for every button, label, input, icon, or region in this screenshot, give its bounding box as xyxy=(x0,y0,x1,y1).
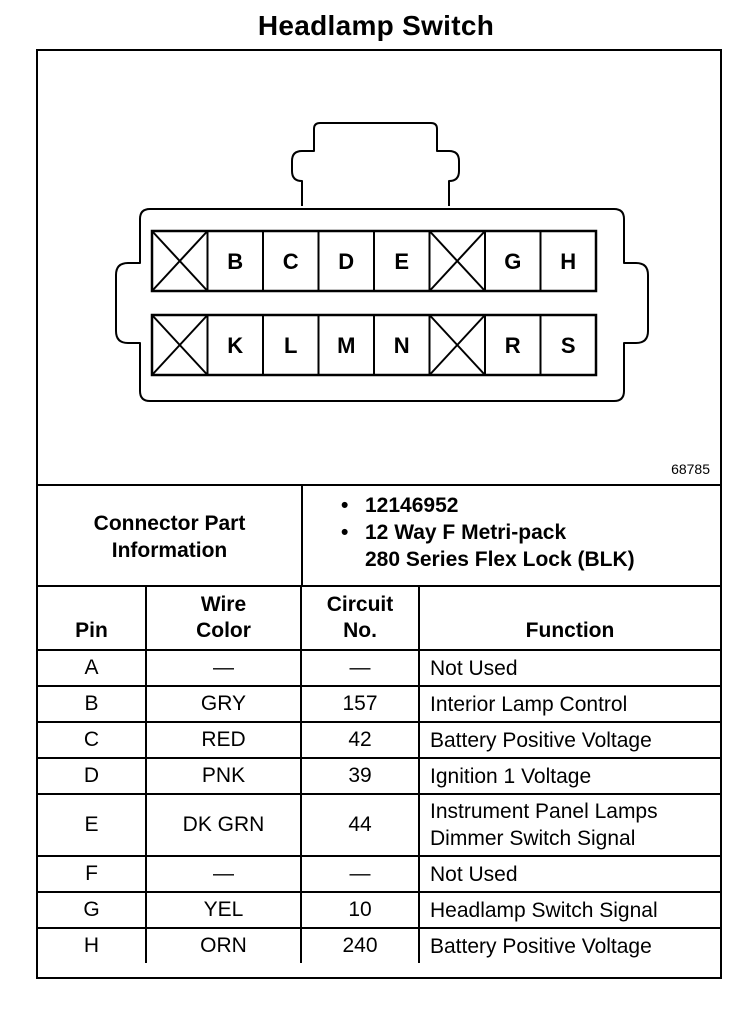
header-circuit-line1: Circuit xyxy=(326,593,394,616)
function-line: Battery Positive Voltage xyxy=(430,934,652,958)
table-header-row: Pin Wire Color Circuit No. Function xyxy=(38,585,720,651)
circuit-no-cell: 10 xyxy=(300,891,420,929)
function-cell: Headlamp Switch Signal xyxy=(418,891,720,929)
cavity xyxy=(539,230,597,292)
function-cell: Interior Lamp Control xyxy=(418,685,720,723)
function-cell: Battery Positive Voltage xyxy=(418,721,720,759)
function-line: Not Used xyxy=(430,862,518,886)
bullet-icon: • xyxy=(341,494,349,517)
pin-cell: G xyxy=(38,891,147,929)
wire-color-cell: YEL xyxy=(145,891,302,929)
pin-cell: A xyxy=(38,649,147,687)
blocked-cavity-cross-icon xyxy=(151,314,209,376)
cavity-label: D xyxy=(338,249,354,274)
pin-cell: B xyxy=(38,685,147,723)
function-cell: Ignition 1 Voltage xyxy=(418,757,720,795)
cavity-label: C xyxy=(283,249,299,274)
connector-info-values: • 12146952 • 12 Way F Metri-pack 280 Serie… xyxy=(341,492,635,573)
header-circuit-no: Circuit No. xyxy=(300,585,420,651)
cavity-label: L xyxy=(284,333,297,358)
cavity-label: N xyxy=(394,333,410,358)
pin-cell: C xyxy=(38,721,147,759)
header-pin: Pin xyxy=(38,585,147,651)
circuit-no-cell: — xyxy=(300,649,420,687)
function-line: Ignition 1 Voltage xyxy=(430,764,592,788)
pin-cell: F xyxy=(38,855,147,893)
function-line: Headlamp Switch Signal xyxy=(430,898,658,922)
pin-cell: E xyxy=(38,793,147,857)
cavity-label: G xyxy=(504,249,521,274)
function-line: Battery Positive Voltage xyxy=(430,728,652,752)
pin-cell: D xyxy=(38,757,147,795)
function-line: Interior Lamp Control xyxy=(430,692,628,716)
page-title: Headlamp Switch xyxy=(257,10,495,41)
cavity-label: B xyxy=(227,249,243,274)
blocked-cavity-cross-icon xyxy=(428,230,486,292)
blocked-cavity-cross-icon xyxy=(151,230,209,292)
connector-diagram: B C D E G H K L M N R S xyxy=(115,122,649,402)
connector-type-line-2: 280 Series Flex Lock (BLK) xyxy=(341,546,635,573)
wire-color-cell: RED xyxy=(145,721,302,759)
info-divider xyxy=(301,486,303,587)
circuit-no-cell: — xyxy=(300,855,420,893)
figure-id: 68785 xyxy=(671,461,710,477)
wire-color-cell: — xyxy=(145,649,302,687)
wire-color-cell: PNK xyxy=(145,757,302,795)
connector-latch xyxy=(291,122,460,206)
cavity-label: M xyxy=(337,333,355,358)
function-line: Not Used xyxy=(430,656,518,680)
connector-type-line2: 280 Series Flex Lock (BLK) xyxy=(365,548,635,571)
cavity-label: E xyxy=(394,249,409,274)
cavity-label: S xyxy=(561,333,576,358)
pin-cell: H xyxy=(38,927,147,963)
header-wire-color: Wire Color xyxy=(145,585,302,651)
table-row: F——Not Used xyxy=(38,855,720,893)
header-function: Function xyxy=(418,585,720,651)
wire-color-cell: — xyxy=(145,855,302,893)
circuit-no-cell: 44 xyxy=(300,793,420,857)
cavity xyxy=(539,314,597,376)
part-number-line: • 12146952 xyxy=(341,492,635,519)
function-line: Instrument Panel Lamps xyxy=(430,800,658,823)
cavity-label: R xyxy=(505,333,521,358)
connector-info-row: Connector Part Information • 12146952 • 12… xyxy=(38,484,720,587)
circuit-no-cell: 157 xyxy=(300,685,420,723)
function-cell: Battery Positive Voltage xyxy=(418,927,720,963)
circuit-no-cell: 42 xyxy=(300,721,420,759)
circuit-no-cell: 39 xyxy=(300,757,420,795)
header-wire-line2: Color xyxy=(196,619,251,642)
header-wire-line1: Wire xyxy=(200,593,247,616)
wire-color-cell: DK GRN xyxy=(145,793,302,857)
wire-color-cell: GRY xyxy=(145,685,302,723)
connector-type-line: • 12 Way F Metri-pack xyxy=(341,519,635,546)
bullet-icon: • xyxy=(341,521,349,544)
circuit-no-cell: 240 xyxy=(300,927,420,963)
wire-color-cell: ORN xyxy=(145,927,302,963)
pin-table: Pin Wire Color Circuit No. Function A——N… xyxy=(38,585,720,963)
table-row: A——Not Used xyxy=(38,649,720,687)
connector-type-line1: 12 Way F Metri-pack xyxy=(365,521,567,544)
connector-info-label-line1: Connector Part xyxy=(93,511,246,535)
function-cell: Not Used xyxy=(418,855,720,893)
function-line: Dimmer Switch Signal xyxy=(430,827,636,850)
connector-info-label: Connector Part Information xyxy=(38,486,301,587)
connector-housing xyxy=(115,208,649,402)
part-number: 12146952 xyxy=(365,494,459,517)
cavity-label: H xyxy=(560,249,576,274)
cavity-label: K xyxy=(227,333,243,358)
connector-info-label-line2: Information xyxy=(111,538,228,562)
blocked-cavity-cross-icon xyxy=(428,314,486,376)
header-circuit-line2: No. xyxy=(343,619,377,642)
function-cell: Not Used xyxy=(418,649,720,687)
